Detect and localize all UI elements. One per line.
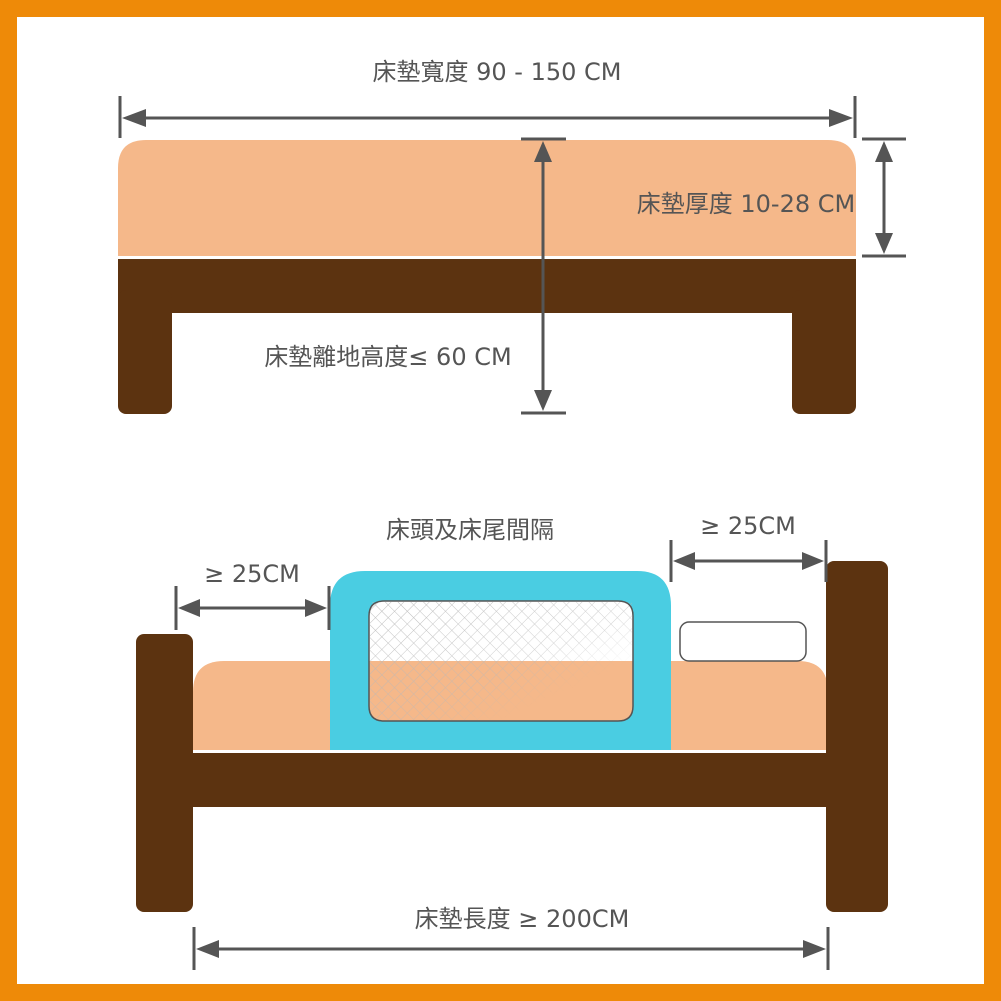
length-label: 床墊長度 ≥ 200CM	[415, 905, 630, 933]
head-foot-gap-label: 床頭及床尾間隔	[386, 516, 554, 544]
top-bed-front-view	[118, 140, 856, 414]
top-bed-frame-rail	[118, 259, 856, 313]
bed-rail-frame	[330, 571, 671, 750]
width-dimension-arrow	[118, 96, 857, 138]
height-from-floor-label: 床墊離地高度≤ 60 CM	[264, 343, 511, 371]
bottom-bed-frame-rail	[136, 753, 888, 807]
thickness-dimension-arrow	[862, 137, 906, 258]
length-dimension-arrow	[192, 927, 830, 970]
width-label: 床墊寬度 90 - 150 CM	[373, 58, 622, 86]
gap-right-dimension-arrow	[669, 540, 828, 582]
bed-rail-mesh	[370, 602, 632, 720]
gap-left-label: ≥ 25CM	[204, 560, 300, 588]
top-bed-leg-right	[792, 290, 856, 414]
gap-left-dimension-arrow	[174, 586, 331, 630]
thickness-label: 床墊厚度 10-28 CM	[637, 190, 855, 218]
pillow	[679, 621, 807, 662]
bed-rail-window-outline	[368, 600, 634, 722]
top-mattress	[118, 140, 856, 256]
height-dimension-arrow	[521, 137, 566, 415]
gap-right-label: ≥ 25CM	[700, 512, 796, 540]
footboard	[826, 561, 888, 912]
top-bed-leg-left	[118, 290, 172, 414]
headboard	[136, 634, 193, 912]
bed-rail	[330, 571, 671, 750]
